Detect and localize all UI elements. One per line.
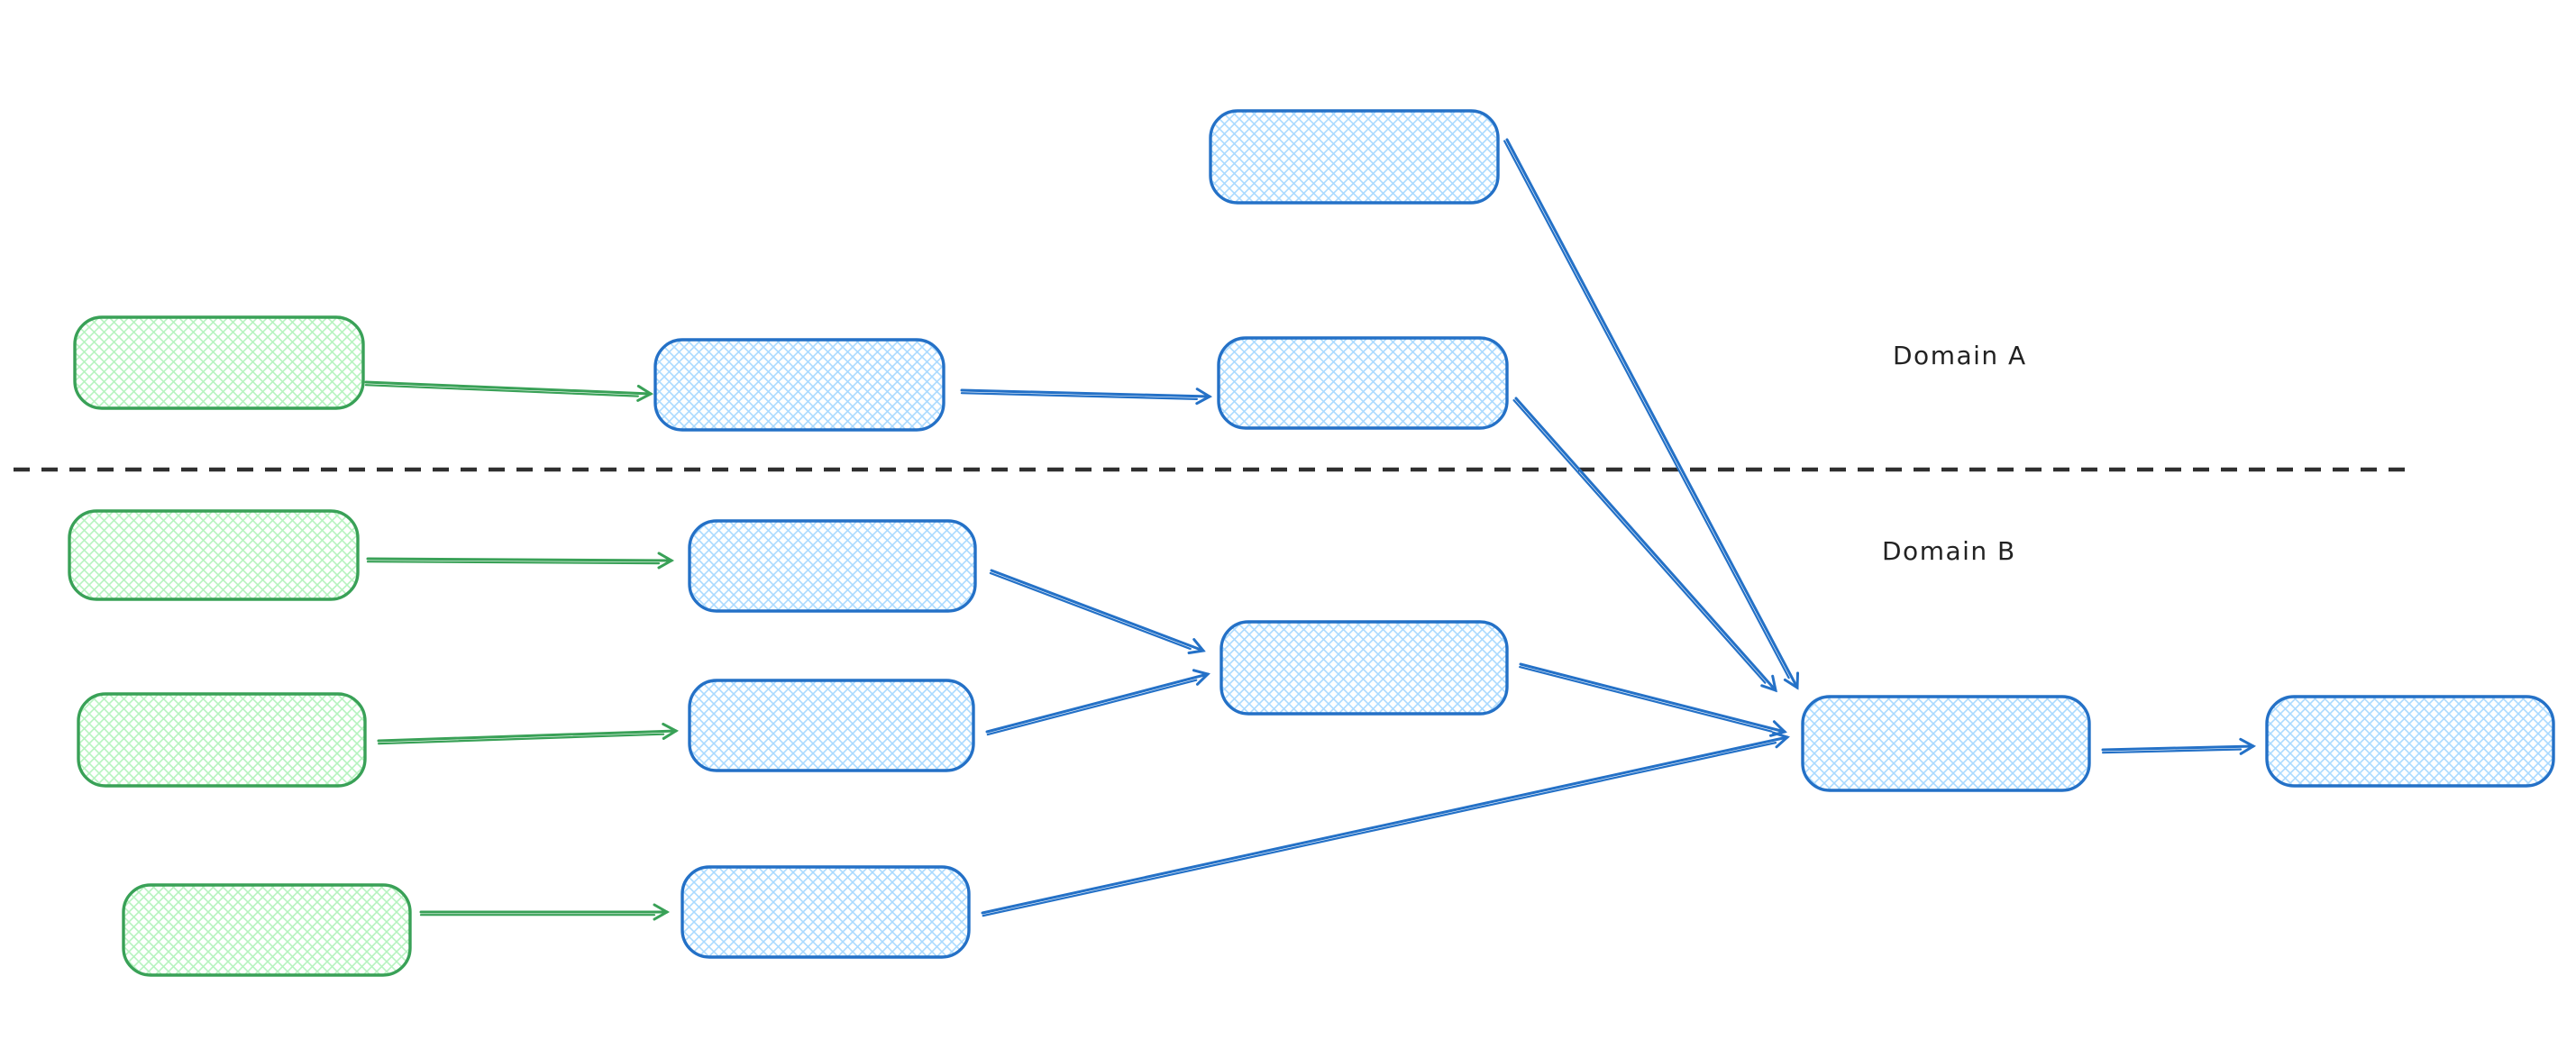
edge-top-to-merge-ghost-stroke xyxy=(1503,140,1790,680)
node-green-a[interactable] xyxy=(73,315,365,410)
node-blue-b3[interactable] xyxy=(681,865,971,959)
edge-b2-source-to-b2-ghost-stroke xyxy=(378,733,665,745)
node-blue-b1[interactable] xyxy=(688,519,977,613)
node-green-b1[interactable] xyxy=(68,509,360,601)
node-green-b2[interactable] xyxy=(77,692,367,788)
edge-a-source-to-a1-ghost-stroke xyxy=(364,384,639,397)
edge-b1-to-bmid-ghost-stroke xyxy=(989,571,1192,651)
edge-a1-to-a2-ghost-stroke xyxy=(960,392,1199,400)
edge-b1-source-to-b1-ghost-stroke xyxy=(366,561,661,565)
node-blue-final[interactable] xyxy=(2265,695,2555,788)
node-blue-b-mid[interactable] xyxy=(1219,620,1509,716)
node-green-b3[interactable] xyxy=(122,883,412,977)
edge-top-to-merge[interactable] xyxy=(1505,138,1800,690)
node-top-blue[interactable] xyxy=(1209,109,1500,205)
edge-bmid-to-merge-ghost-stroke xyxy=(1519,666,1773,733)
edge-a1-to-a2[interactable] xyxy=(960,388,1213,406)
domain-a-label[interactable]: Domain A xyxy=(1893,341,2027,370)
edge-merge-to-final-ghost-stroke xyxy=(2101,748,2243,754)
edge-b2-to-bmid-ghost-stroke xyxy=(986,679,1198,736)
edge-b1-source-to-b1[interactable] xyxy=(366,552,675,570)
edge-bmid-to-merge[interactable] xyxy=(1519,662,1787,737)
edge-a2-to-merge-ghost-stroke xyxy=(1512,399,1767,684)
edge-b3-to-merge[interactable] xyxy=(981,731,1790,915)
edge-a-source-to-a1[interactable] xyxy=(364,380,654,402)
edge-b1-to-bmid[interactable] xyxy=(990,569,1206,655)
domain-b-label[interactable]: Domain B xyxy=(1882,536,2016,566)
edge-b2-source-to-b2[interactable] xyxy=(377,722,680,743)
node-blue-merge[interactable] xyxy=(1801,695,2091,792)
node-blue-a1[interactable] xyxy=(653,338,945,432)
edge-a2-to-merge[interactable] xyxy=(1514,397,1778,693)
edge-b3-to-merge-ghost-stroke xyxy=(982,742,1777,917)
edge-merge-to-final[interactable] xyxy=(2101,737,2257,755)
node-blue-a2[interactable] xyxy=(1217,336,1509,430)
node-blue-b2[interactable] xyxy=(688,679,975,772)
edge-b2-to-bmid[interactable] xyxy=(985,669,1210,734)
